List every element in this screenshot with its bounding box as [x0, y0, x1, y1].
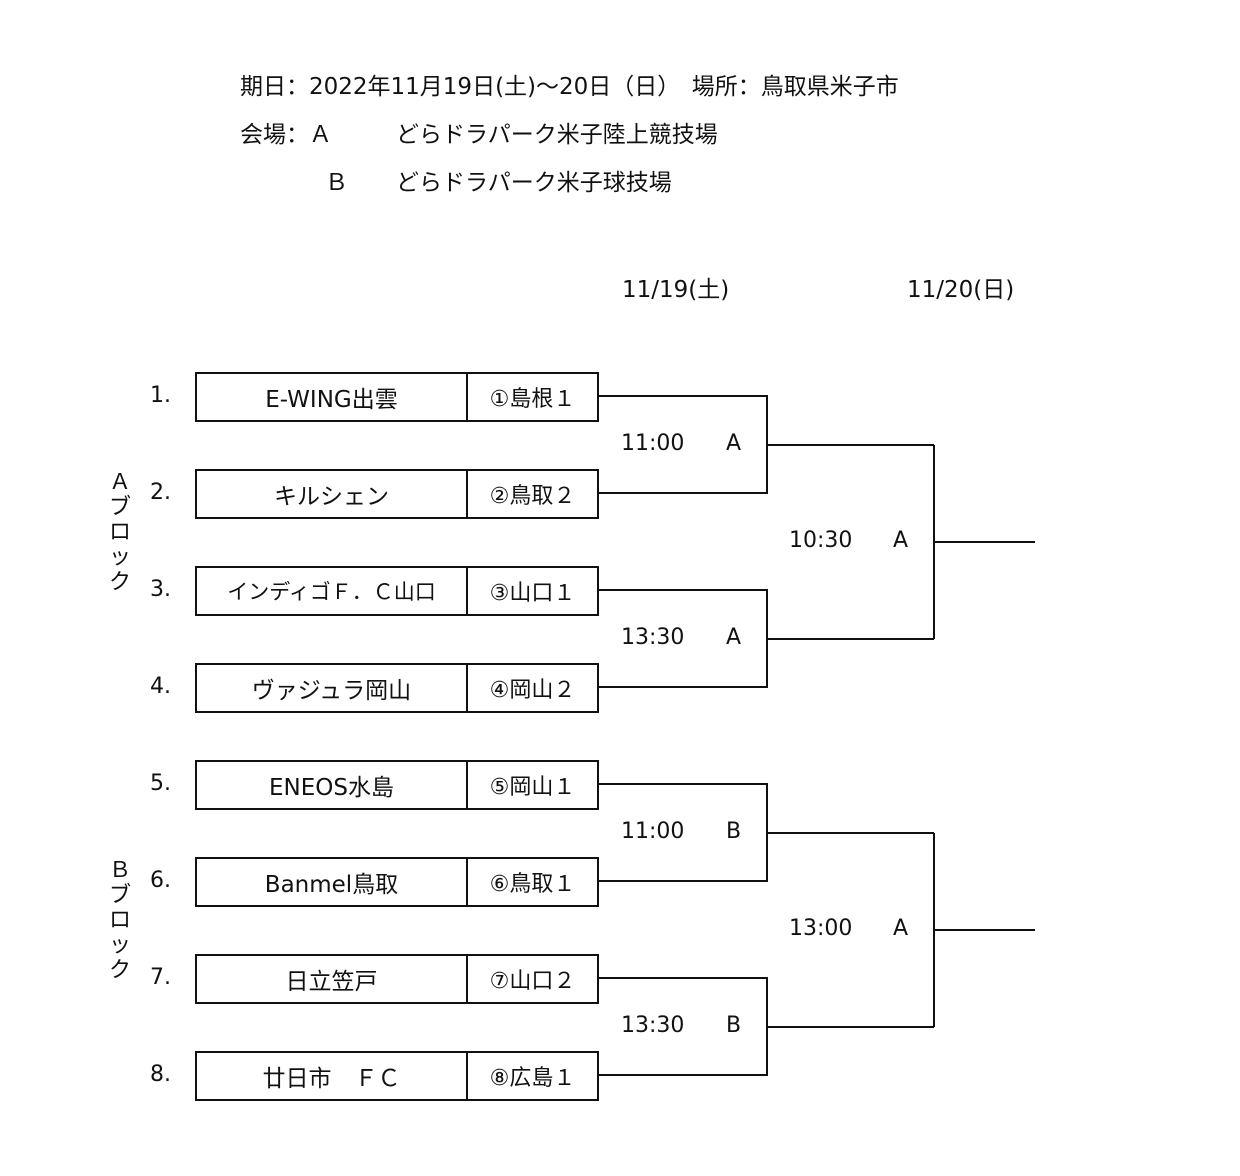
team-seed: ④岡山２ [489, 678, 576, 703]
match-time: 11:00 [621, 819, 685, 844]
match-venue: A [726, 431, 742, 456]
match-time: 11:00 [621, 431, 685, 456]
team-row: インディゴＦ．Ｃ山口 ③山口１ [195, 566, 599, 616]
team-name: 廿日市 ＦＣ [197, 1053, 468, 1099]
team-number: 2. [150, 480, 171, 505]
block-b-label: Ｂブロック [108, 858, 131, 983]
round2-date: 11/20(日) [907, 277, 1015, 303]
team-number: 4. [150, 674, 171, 699]
team-seed: ②鳥取２ [489, 484, 576, 509]
match-venue: B [726, 819, 742, 844]
round1-date: 11/19(土) [622, 277, 730, 303]
venue-a-name: どらドラパーク米子陸上競技場 [396, 122, 718, 148]
match-venue: A [893, 916, 909, 941]
match-time: 10:30 [789, 528, 853, 553]
team-seed: ⑦山口２ [489, 969, 576, 994]
team-name: E-WING出雲 [197, 374, 468, 420]
team-row: E-WING出雲 ①島根１ [195, 372, 599, 422]
team-row: ヴァジュラ岡山 ④岡山２ [195, 663, 599, 713]
venue-b-key: Ｂ [325, 170, 348, 196]
team-name: キルシェン [197, 471, 468, 517]
block-a-label: Ａブロック [108, 470, 131, 595]
match-time: 13:00 [789, 916, 853, 941]
team-number: 6. [150, 868, 171, 893]
team-name: Banmel鳥取 [197, 859, 468, 905]
team-name: ENEOS水島 [197, 762, 468, 808]
team-seed: ①島根１ [489, 387, 576, 412]
team-number: 5. [150, 771, 171, 796]
team-number: 1. [150, 383, 171, 408]
venue-label: 会場：Ａ [240, 122, 332, 148]
team-name: ヴァジュラ岡山 [197, 665, 468, 711]
match-time: 13:30 [621, 1013, 685, 1038]
team-number: 8. [150, 1062, 171, 1087]
team-seed: ⑧広島１ [489, 1066, 576, 1091]
team-row: 日立笠戸 ⑦山口２ [195, 954, 599, 1004]
team-number: 7. [150, 965, 171, 990]
team-row: ENEOS水島 ⑤岡山１ [195, 760, 599, 810]
team-seed: ⑤岡山１ [489, 775, 576, 800]
venue-b-name: どらドラパーク米子球技場 [396, 170, 672, 196]
match-venue: A [893, 528, 909, 553]
team-seed: ⑥鳥取１ [489, 872, 576, 897]
event-date-location: 期日：2022年11月19日(土)～20日（日） 場所：鳥取県米子市 [240, 74, 899, 100]
team-number: 3. [150, 577, 171, 602]
team-row: キルシェン ②鳥取２ [195, 469, 599, 519]
match-venue: A [726, 625, 742, 650]
team-row: 廿日市 ＦＣ ⑧広島１ [195, 1051, 599, 1101]
team-name: インディゴＦ．Ｃ山口 [197, 568, 468, 614]
team-seed: ③山口１ [489, 581, 576, 606]
match-time: 13:30 [621, 625, 685, 650]
match-venue: B [726, 1013, 742, 1038]
team-row: Banmel鳥取 ⑥鳥取１ [195, 857, 599, 907]
team-name: 日立笠戸 [197, 956, 468, 1002]
